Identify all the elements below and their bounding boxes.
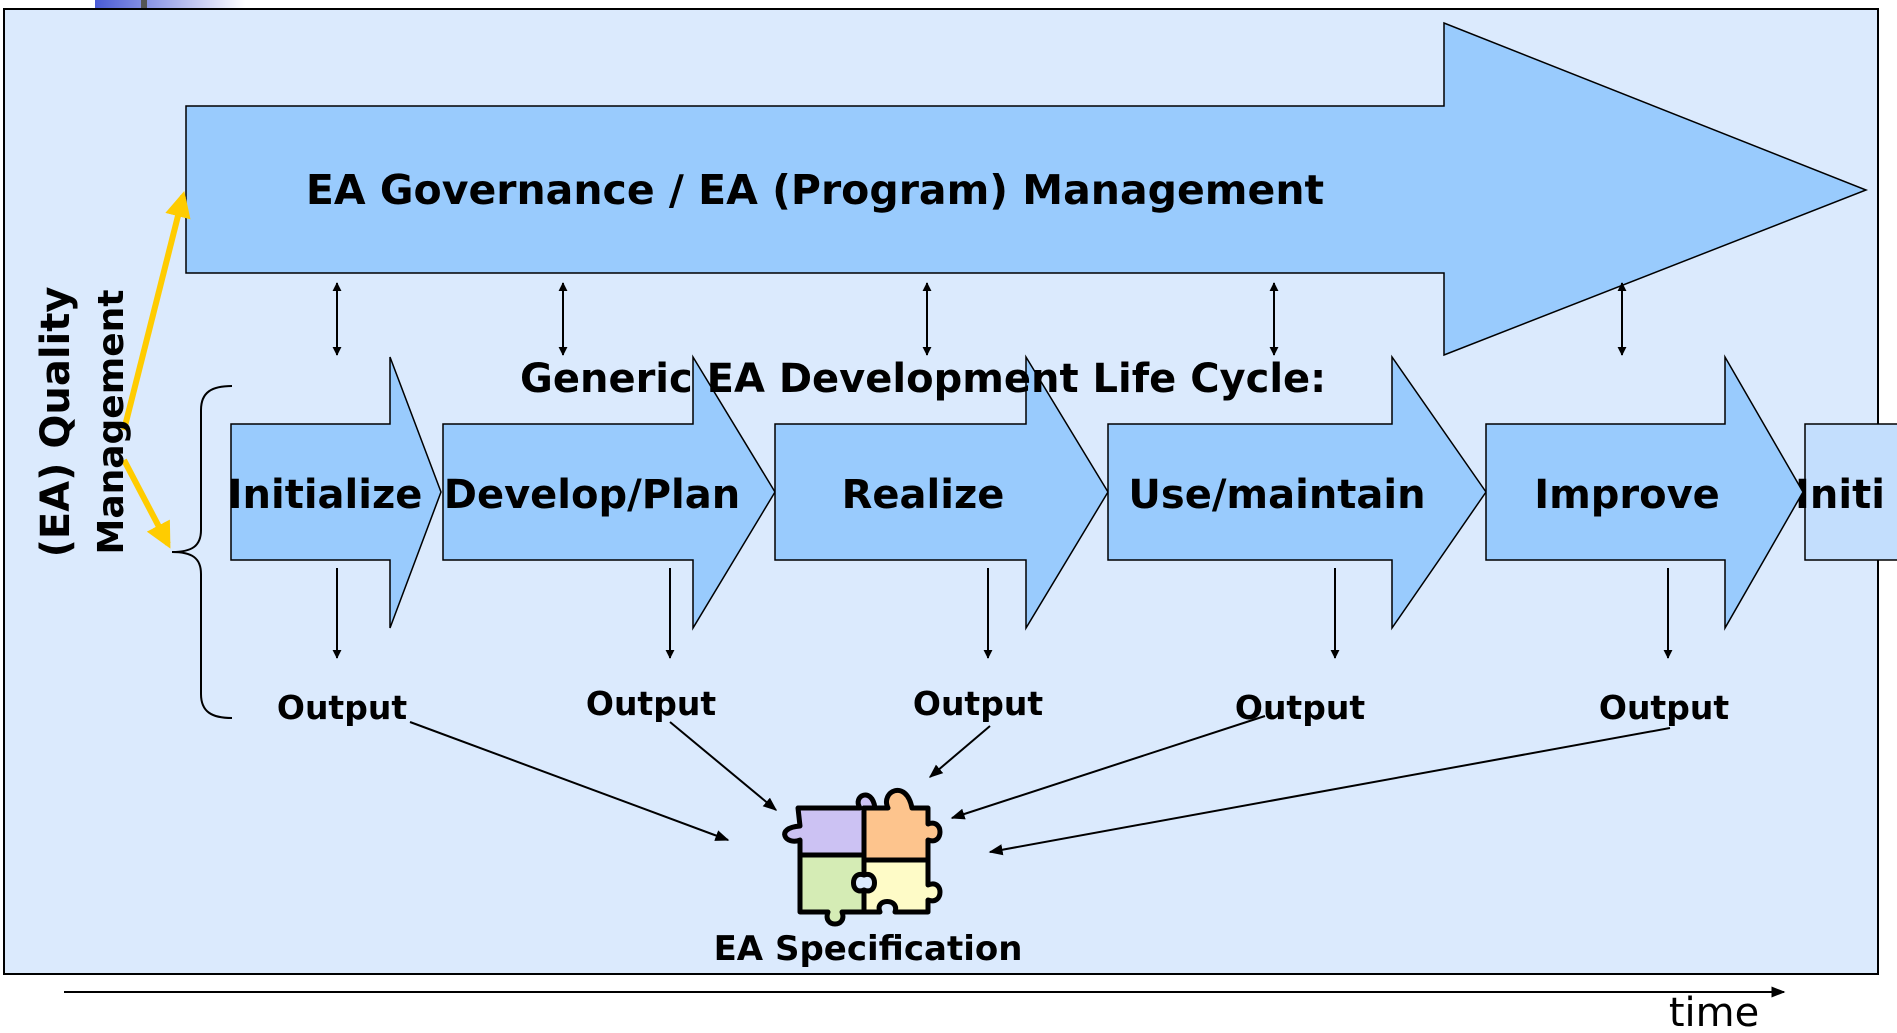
spec-arrow-1 bbox=[409, 721, 730, 841]
phase-label-realize: Realize bbox=[842, 472, 1005, 518]
time-label: time bbox=[1669, 990, 1759, 1033]
phase-label-initialize: Initialize bbox=[228, 472, 423, 518]
phase-label-develop: Develop/Plan bbox=[444, 472, 740, 518]
governance-arrow bbox=[185, 21, 1869, 357]
next-cycle-arrow bbox=[1804, 423, 1897, 561]
puzzle-icon bbox=[782, 787, 943, 927]
spec-arrow-4 bbox=[950, 715, 1266, 820]
quality-label-line2: Management bbox=[91, 290, 132, 555]
phase-label-use-maintain: Use/maintain bbox=[1128, 472, 1425, 518]
output-label-5: Output bbox=[1599, 688, 1729, 727]
spec-arrow-3 bbox=[928, 725, 991, 778]
output-label-3: Output bbox=[913, 684, 1043, 723]
quality-arrow-up bbox=[121, 190, 191, 431]
lifecycle-title: Generic EA Development Life Cycle: bbox=[520, 356, 1326, 402]
quality-arrow-down bbox=[121, 458, 171, 549]
spec-arrow-2 bbox=[669, 721, 778, 811]
spec-arrow-5 bbox=[988, 727, 1671, 856]
output-label-2: Output bbox=[586, 684, 716, 723]
phase-label-next: Initi bbox=[1795, 472, 1885, 518]
lifecycle-brace bbox=[171, 385, 233, 719]
phase-label-improve: Improve bbox=[1534, 472, 1720, 518]
phase-arrow-initialize bbox=[230, 356, 442, 629]
phase-arrow-realize bbox=[774, 354, 1109, 631]
quality-label-line1: (EA) Quality bbox=[33, 287, 79, 558]
phase-arrow-use-maintain bbox=[1107, 354, 1487, 631]
specification-label: EA Specification bbox=[714, 929, 1023, 969]
phase-arrow-develop bbox=[442, 354, 776, 631]
governance-label: EA Governance / EA (Program) Management bbox=[306, 166, 1324, 214]
phase-arrow-improve bbox=[1485, 354, 1804, 631]
output-label-4: Output bbox=[1235, 688, 1365, 727]
output-label-1: Output bbox=[277, 688, 407, 727]
